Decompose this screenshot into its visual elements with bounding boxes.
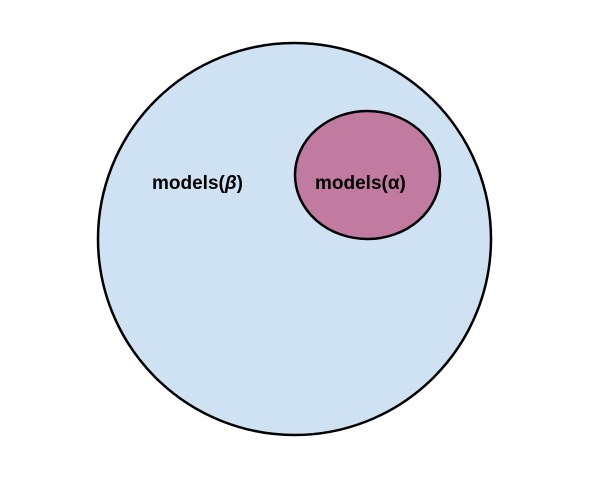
inner-label-symbol: α [388,173,400,194]
outer-label-prefix: models( [152,173,226,194]
outer-label-symbol: β [224,173,237,194]
inner-set-models-alpha [293,109,442,241]
inner-set-label: models(α) [315,173,406,194]
outer-set-label: models(β) [152,173,243,194]
inner-label-prefix: models( [315,173,389,194]
outer-set-models-beta [96,41,493,437]
outer-label-suffix: ) [237,173,243,194]
inner-label-suffix: ) [400,173,406,194]
